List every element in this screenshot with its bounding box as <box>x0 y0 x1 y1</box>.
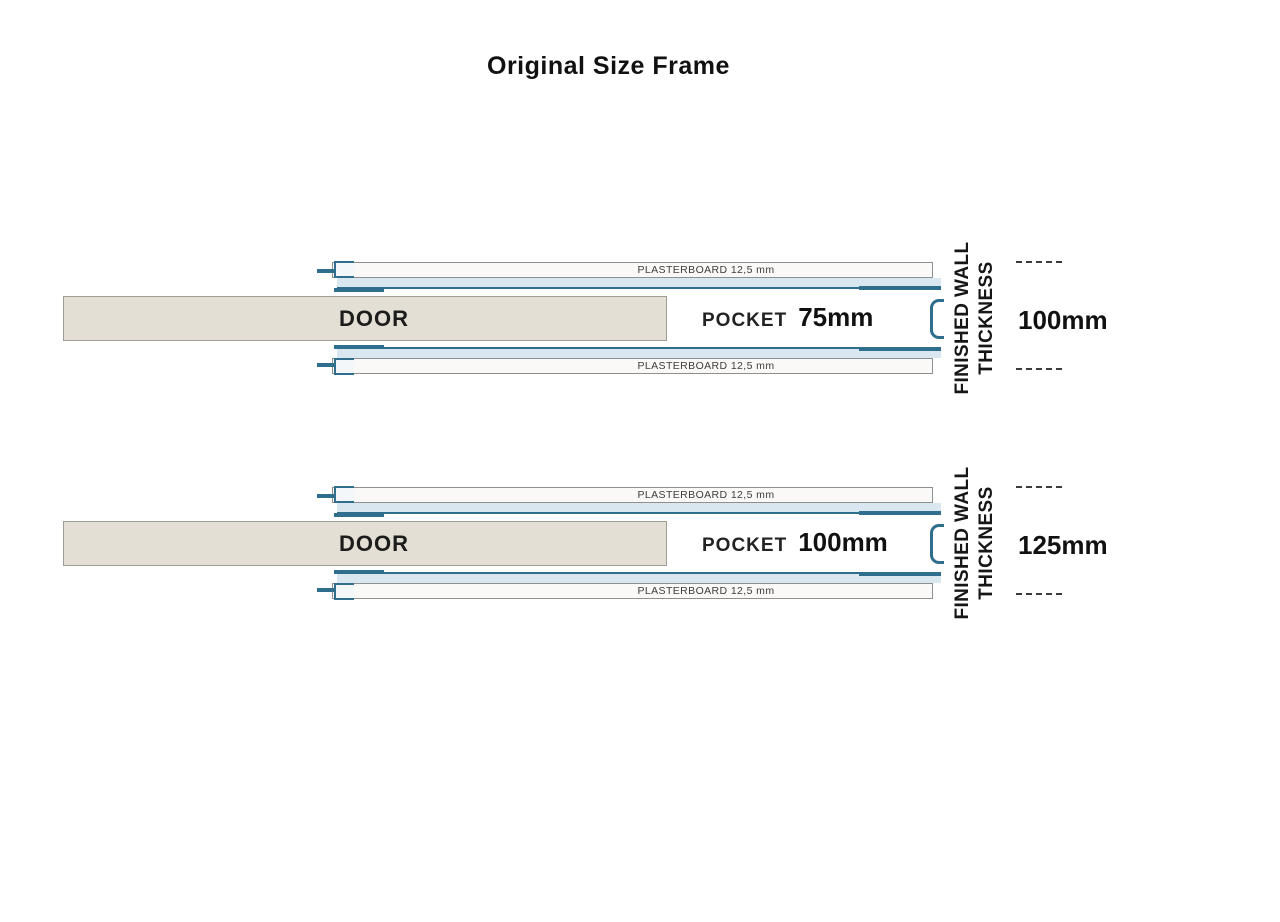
wall-extent-dash-bottom <box>1016 368 1062 370</box>
pocket-label: POCKET 75mm <box>702 302 873 333</box>
frame-tab-top <box>317 269 336 273</box>
finished-wall-thickness-label: FINISHED WALL THICKNESS <box>951 233 999 403</box>
pocket-size-value: 100mm <box>798 527 888 557</box>
track-strip-top <box>337 278 941 289</box>
track-end-cap-top <box>859 511 941 515</box>
door-label: DOOR <box>339 305 409 331</box>
door-panel: DOOR <box>63 296 667 341</box>
plasterboard-bottom-label: PLASTERBOARD 12,5 mm <box>637 360 775 372</box>
plasterboard-bottom-bar: PLASTERBOARD 12,5 mm <box>332 358 933 374</box>
door-label: DOOR <box>339 530 409 556</box>
track-end-cap-bottom <box>859 347 941 351</box>
pocket-word: POCKET <box>702 310 788 331</box>
pocket-door-diagram-100mm: PLASTERBOARD 12,5 mm DOOR POCKET 100mm P… <box>0 467 1280 630</box>
frame-jamb-top <box>334 261 354 278</box>
wall-extent-dash-bottom <box>1016 593 1062 595</box>
frame-jamb-bottom <box>334 358 354 375</box>
plasterboard-top-label: PLASTERBOARD 12,5 mm <box>637 264 775 276</box>
finished-wall-thickness-line2: THICKNESS <box>976 261 997 375</box>
pocket-word: POCKET <box>702 535 788 556</box>
track-strip-bottom <box>337 347 941 358</box>
frame-rail-top <box>334 513 384 517</box>
track-end-cap-top <box>859 286 941 290</box>
frame-rail-top <box>334 288 384 292</box>
wall-thickness-value: 100mm <box>1018 305 1108 335</box>
pocket-label: POCKET 100mm <box>702 527 888 558</box>
wall-thickness-value: 125mm <box>1018 530 1108 560</box>
track-end-cap-bottom <box>859 572 941 576</box>
track-strip-bottom <box>337 572 941 583</box>
pocket-door-diagram-75mm: PLASTERBOARD 12,5 mm DOOR POCKET 75mm PL… <box>0 242 1280 405</box>
frame-jamb-top <box>334 486 354 503</box>
plasterboard-top-bar: PLASTERBOARD 12,5 mm <box>332 262 933 278</box>
door-panel: DOOR <box>63 521 667 566</box>
pocket-size-value: 75mm <box>798 302 874 332</box>
wall-extent-dash-top <box>1016 261 1062 263</box>
finished-wall-thickness-label: FINISHED WALL THICKNESS <box>951 458 999 628</box>
frame-tab-bottom <box>317 363 336 367</box>
page-title: Original Size Frame <box>487 52 730 80</box>
plasterboard-bottom-label: PLASTERBOARD 12,5 mm <box>637 585 775 597</box>
frame-tab-bottom <box>317 588 336 592</box>
wall-extent-dash-top <box>1016 486 1062 488</box>
pocket-closing-post <box>930 299 944 339</box>
plasterboard-top-bar: PLASTERBOARD 12,5 mm <box>332 487 933 503</box>
plasterboard-top-label: PLASTERBOARD 12,5 mm <box>637 489 775 501</box>
finished-wall-thickness-line2: THICKNESS <box>976 486 997 600</box>
pocket-closing-post <box>930 524 944 564</box>
frame-jamb-bottom <box>334 583 354 600</box>
finished-wall-thickness-line1: FINISHED WALL <box>952 241 973 395</box>
plasterboard-bottom-bar: PLASTERBOARD 12,5 mm <box>332 583 933 599</box>
track-strip-top <box>337 503 941 514</box>
frame-tab-top <box>317 494 336 498</box>
finished-wall-thickness-line1: FINISHED WALL <box>952 466 973 620</box>
